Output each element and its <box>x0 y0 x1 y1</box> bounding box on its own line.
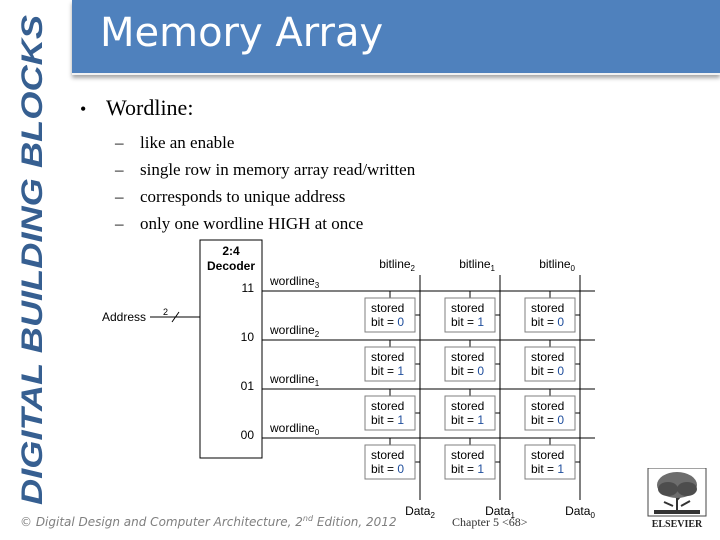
memory-cell-bit: bit = 1 <box>531 462 564 476</box>
data-output-label: Data2 <box>405 504 435 520</box>
decoder-title: 2:4 <box>222 244 240 258</box>
address-bus-width: 2 <box>163 307 168 317</box>
dash-icon: – <box>115 187 124 206</box>
copyright-edition: Edition, 2012 <box>313 515 397 529</box>
elsevier-logo: ELSEVIER <box>647 468 707 530</box>
bitline-label: bitline1 <box>459 257 495 273</box>
wordline-label: wordline1 <box>269 372 320 388</box>
memory-cell-label: stored <box>531 301 564 315</box>
sub-bullet-text: only one wordline HIGH at once <box>140 214 364 233</box>
bullet-text: Wordline: <box>106 95 194 120</box>
memory-cell-label: stored <box>531 350 564 364</box>
address-bus-slash <box>171 311 180 323</box>
memory-cell-label: stored <box>371 350 404 364</box>
memory-cell <box>444 444 496 480</box>
sub-bullet: – single row in memory array read/writte… <box>115 156 415 183</box>
memory-cell <box>524 395 576 431</box>
wordline-label: wordline2 <box>269 323 320 339</box>
memory-cell <box>524 297 576 333</box>
memory-cell-bit: bit = 0 <box>451 364 484 378</box>
memory-cell <box>524 346 576 382</box>
memory-cell-bit: bit = 1 <box>371 364 404 378</box>
logo-text: ELSEVIER <box>652 519 703 530</box>
memory-cell-label: stored <box>371 301 404 315</box>
sub-bullet-list: – like an enable – single row in memory … <box>115 129 415 237</box>
sub-bullet-text: corresponds to unique address <box>140 187 346 206</box>
wordline-label: wordline3 <box>269 274 320 290</box>
decoder-subtitle: Decoder <box>207 259 255 273</box>
vertical-section-title: DIGITAL BUILDING BLOCKS <box>16 15 49 505</box>
memory-cell-bit: bit = 1 <box>451 315 484 329</box>
title-bar: Memory Array <box>72 0 720 75</box>
data-output-label: Data1 <box>485 504 515 520</box>
memory-cell-bit: bit = 0 <box>531 413 564 427</box>
memory-cell-label: stored <box>451 301 484 315</box>
decoder-output-label: 10 <box>241 330 255 344</box>
memory-cell <box>444 346 496 382</box>
memory-cell-label: stored <box>451 350 484 364</box>
sub-bullet: – only one wordline HIGH at once <box>115 210 415 237</box>
memory-cell-label: stored <box>371 399 404 413</box>
sub-bullet-text: single row in memory array read/written <box>140 160 416 179</box>
dash-icon: – <box>115 133 124 152</box>
memory-cell-label: stored <box>451 448 484 462</box>
memory-cell <box>444 297 496 333</box>
memory-cell-bit: bit = 0 <box>371 462 404 476</box>
memory-cell-bit: bit = 1 <box>371 413 404 427</box>
decoder-box <box>199 239 263 459</box>
bullet-dot-icon: • <box>80 99 87 119</box>
chapter-page-number: Chapter 5 <68> <box>452 515 528 529</box>
data-output-label: Data0 <box>565 504 595 520</box>
memory-cell <box>524 444 576 480</box>
decoder-output-label: 01 <box>241 379 255 393</box>
memory-cell-label: stored <box>531 448 564 462</box>
memory-cell-bit: bit = 0 <box>531 315 564 329</box>
dash-icon: – <box>115 160 124 179</box>
sub-bullet: – like an enable <box>115 129 415 156</box>
memory-cell-label: stored <box>451 399 484 413</box>
copyright-footer: © Digital Design and Computer Architectu… <box>20 514 397 529</box>
copyright-text: © Digital Design and Computer Architectu… <box>20 515 303 529</box>
memory-cell <box>364 444 416 480</box>
memory-cell-bit: bit = 1 <box>451 413 484 427</box>
sub-bullet-text: like an enable <box>140 133 235 152</box>
memory-cell-bit: bit = 0 <box>531 364 564 378</box>
page-title: Memory Array <box>100 10 384 56</box>
sub-bullet: – corresponds to unique address <box>115 183 415 210</box>
memory-cell <box>364 395 416 431</box>
decoder-output-label: 00 <box>241 428 255 442</box>
section-title-text: DIGITAL BUILDING BLOCKS <box>16 15 49 505</box>
bitline-label: bitline0 <box>539 257 575 273</box>
memory-cell <box>364 297 416 333</box>
main-bullet: • Wordline: <box>80 95 415 121</box>
memory-cell <box>444 395 496 431</box>
dash-icon: – <box>115 214 124 233</box>
bitline-label: bitline2 <box>379 257 415 273</box>
copyright-superscript: nd <box>302 514 314 523</box>
memory-cell <box>364 346 416 382</box>
address-label: Address <box>102 310 146 324</box>
slide-content: • Wordline: – like an enable – single ro… <box>80 95 415 237</box>
memory-cell-bit: bit = 1 <box>451 462 484 476</box>
wordline-label: wordline0 <box>269 421 320 437</box>
memory-cell-label: stored <box>371 448 404 462</box>
memory-cell-label: stored <box>531 399 564 413</box>
decoder-output-label: 11 <box>242 281 255 295</box>
memory-cell-bit: bit = 0 <box>371 315 404 329</box>
